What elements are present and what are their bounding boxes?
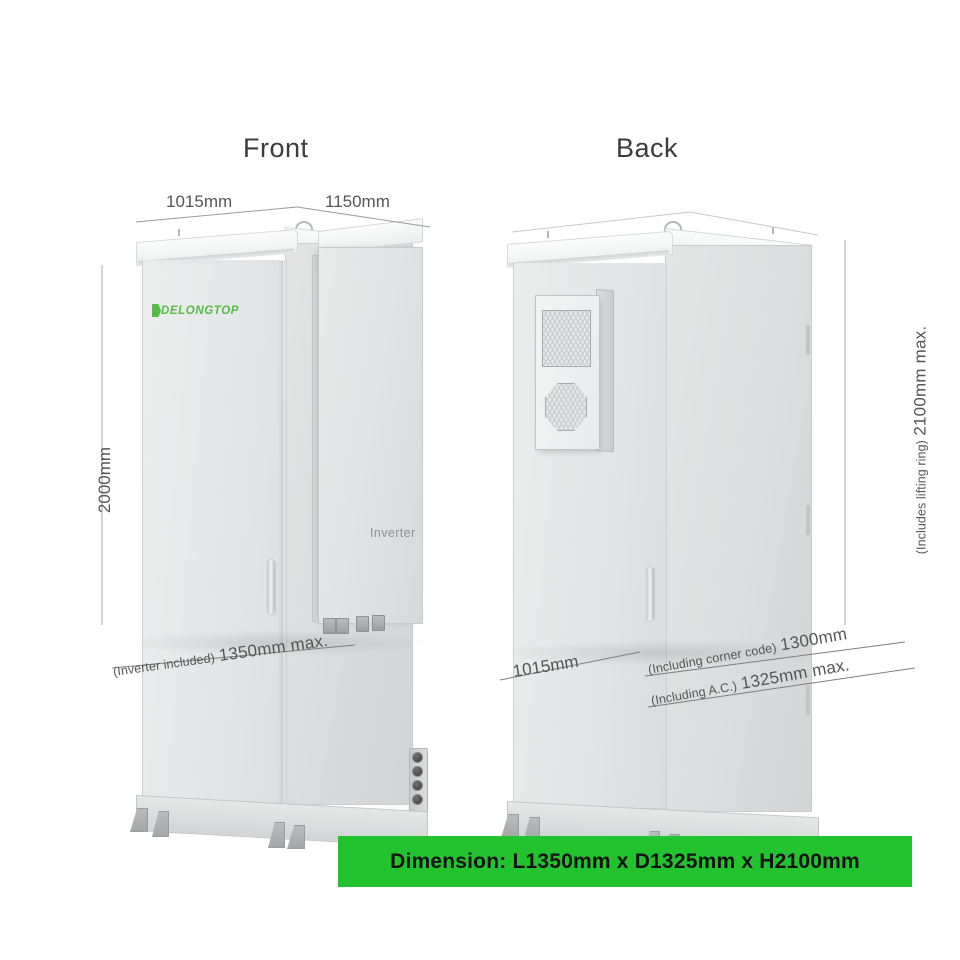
dimension-total-height: (Includes lifting ring) 2100mm max. — [910, 326, 930, 555]
dimension-front-top-left: 1015mm — [166, 192, 233, 211]
front-view-title: Front — [243, 133, 309, 163]
inverter-connector — [336, 618, 349, 634]
door-handle-icon[interactable] — [647, 567, 654, 621]
ac-fan-icon — [545, 383, 587, 431]
connector-port-icon — [412, 766, 423, 777]
dimension-banner-text: Dimension: L1350mm x D1325mm x H2100mm — [390, 849, 860, 873]
inverter-label: Inverter — [370, 526, 416, 540]
inverter-connector — [372, 615, 385, 631]
lifting-ring-pin — [178, 229, 180, 236]
inverter-connector — [356, 616, 369, 632]
dimension-front-height: 2000mm — [95, 446, 115, 514]
inverter-module — [318, 247, 423, 624]
connector-port-icon — [412, 794, 423, 805]
mounting-foot — [501, 814, 519, 838]
door-hinge — [806, 325, 810, 355]
brand-logo: DELONGTOP — [161, 305, 240, 317]
door-shading — [144, 261, 283, 804]
door-hinge — [806, 685, 810, 715]
cabinet-side-panel — [665, 245, 812, 812]
front-view-cabinet: DELONGTOP Inverter — [120, 215, 450, 849]
back-view-cabinet — [495, 215, 825, 858]
front-door-panel[interactable]: DELONGTOP — [142, 260, 287, 806]
connector-port-icon — [412, 780, 423, 791]
lifting-ring-pin — [547, 231, 549, 238]
door-handle-icon[interactable] — [268, 560, 275, 614]
brand-leaf-icon — [152, 304, 161, 317]
dimension-total-height-value: 2100mm max. — [910, 325, 930, 436]
dimension-banner: Dimension: L1350mm x D1325mm x H2100mm — [338, 836, 912, 887]
lifting-ring-pin — [772, 227, 774, 234]
back-view-title: Back — [616, 133, 679, 163]
mounting-foot — [130, 808, 148, 832]
dimension-front-top-right: 1150mm — [325, 192, 390, 211]
dimension-total-height-note: (Includes lifting ring) — [914, 440, 929, 555]
ac-grille-icon — [542, 310, 591, 367]
inverter-connector — [323, 618, 336, 634]
connector-port-icon — [412, 752, 423, 763]
door-hinge — [806, 505, 810, 535]
